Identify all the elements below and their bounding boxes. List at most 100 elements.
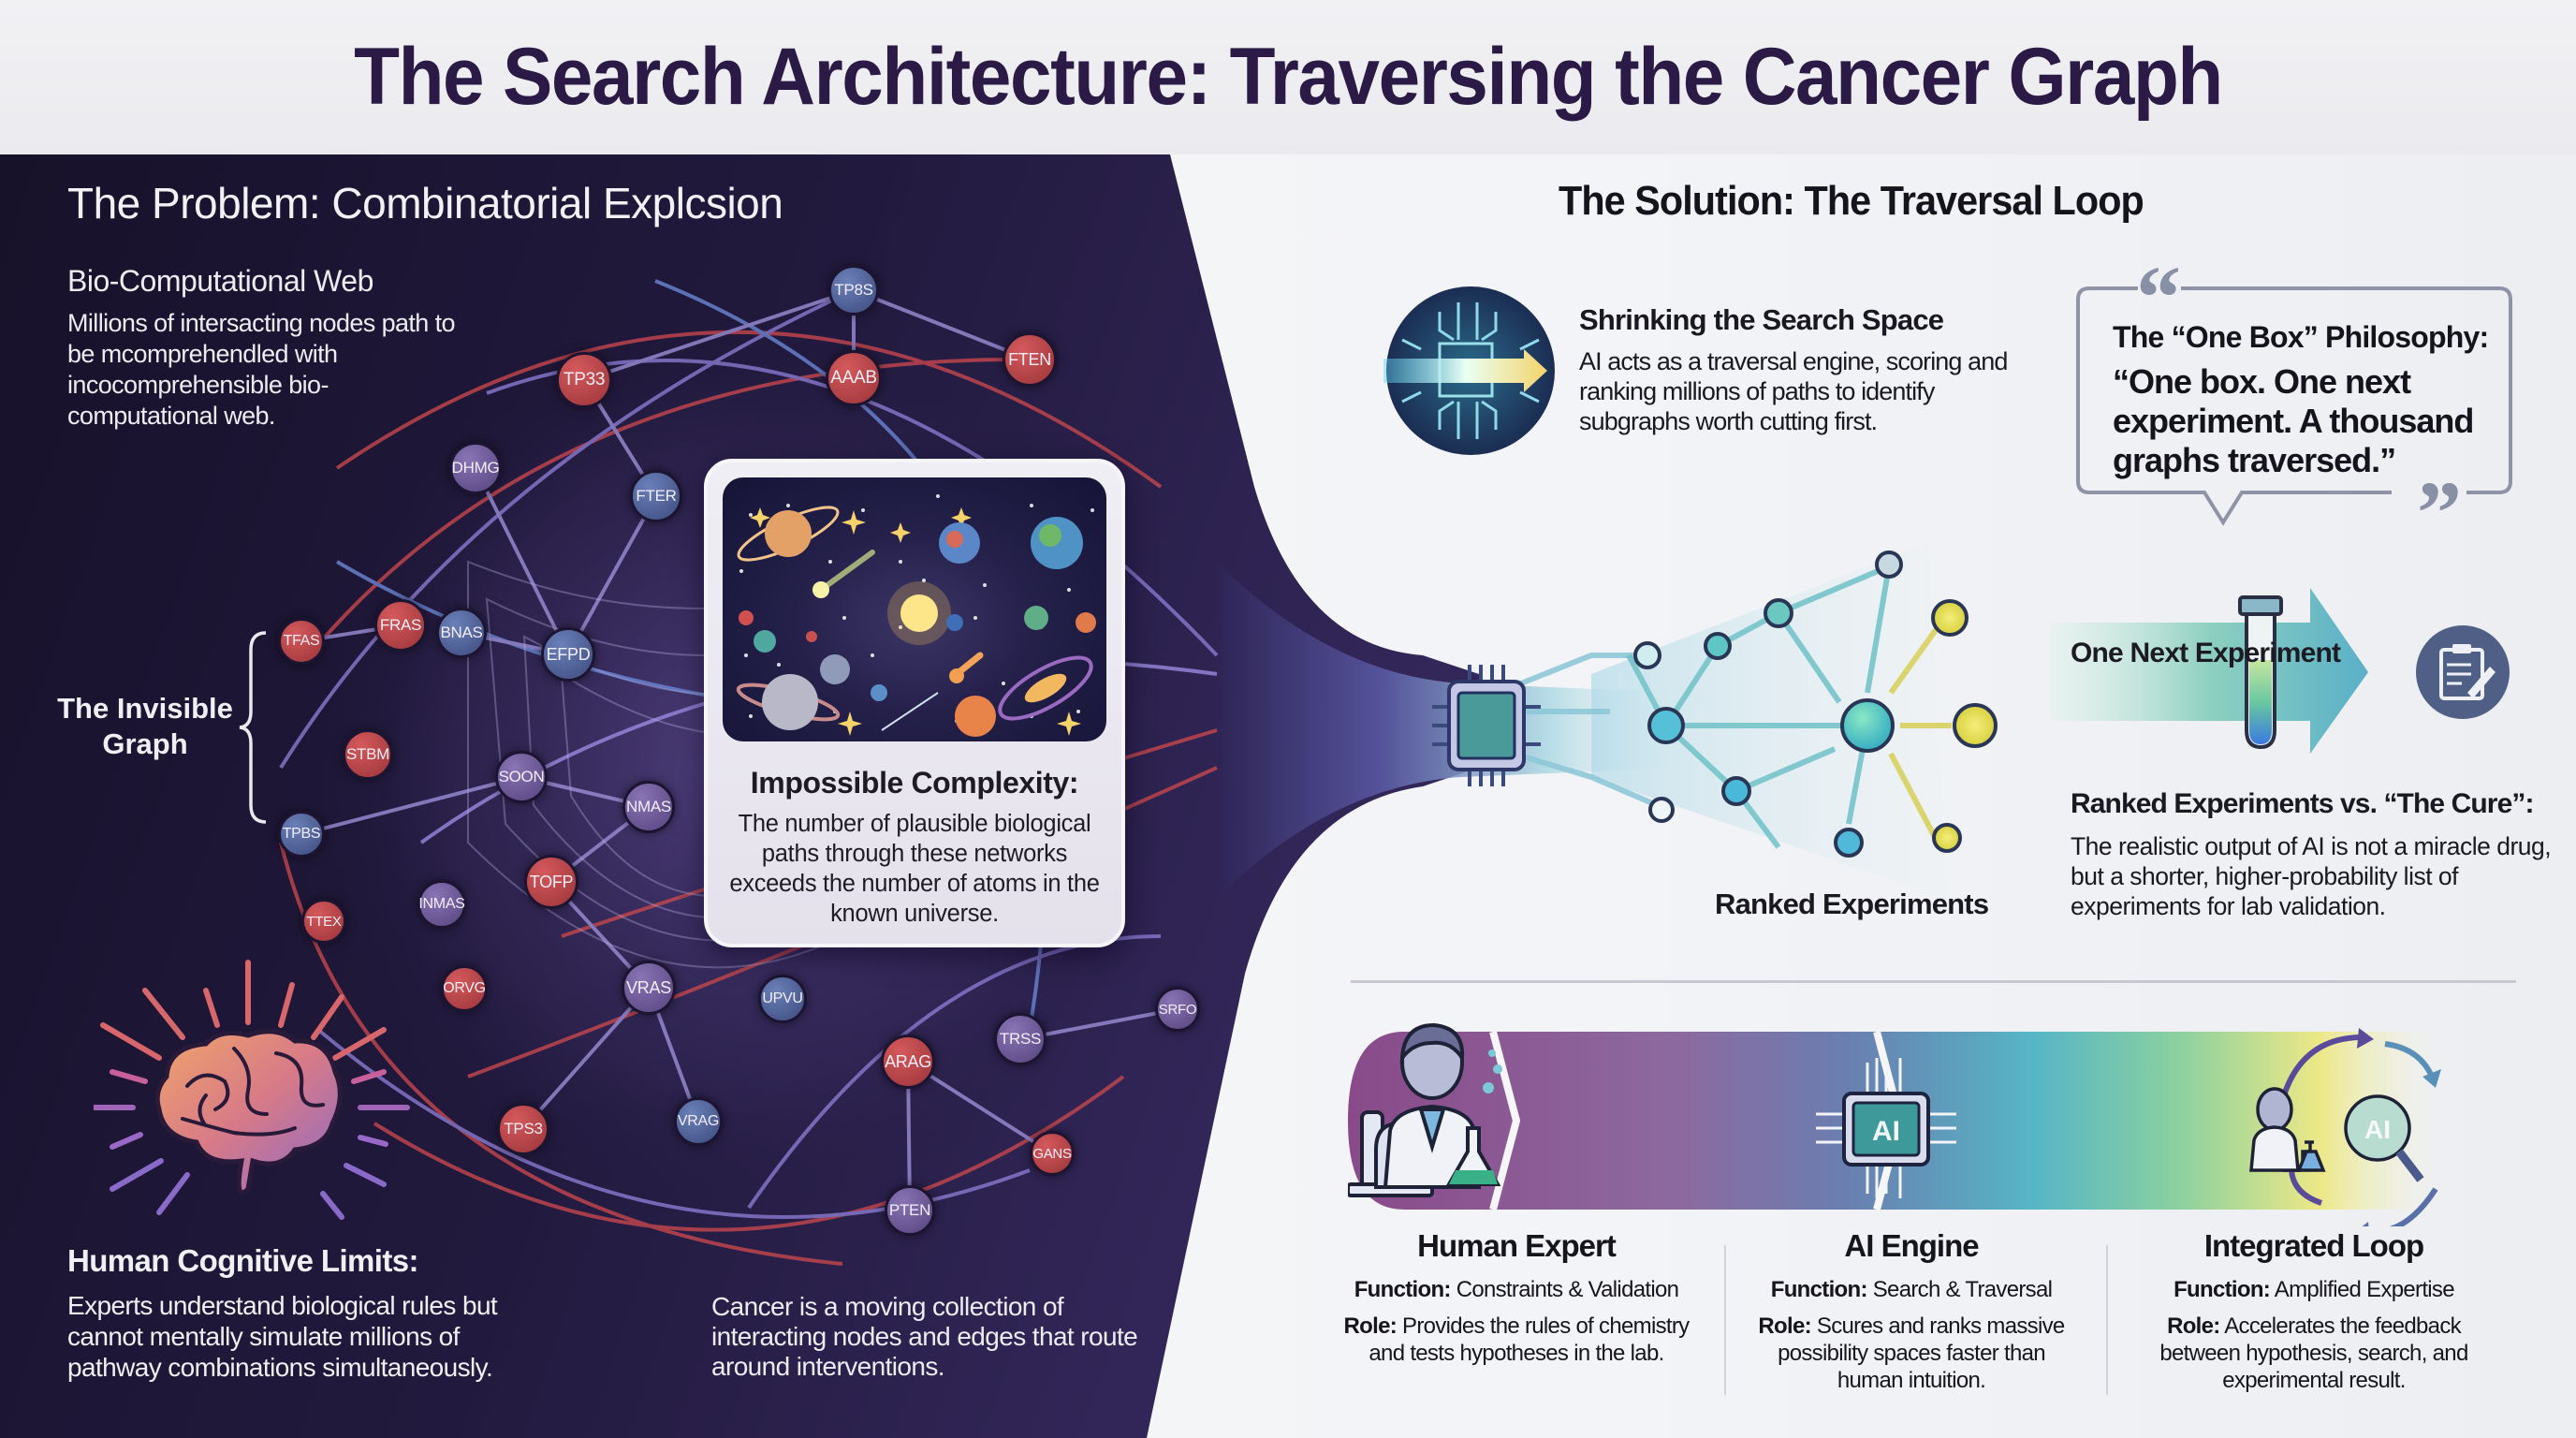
quote-heading: The “One Box” Philosophy: (2113, 320, 2489, 354)
graph-node-label: TP33 (563, 370, 606, 389)
graph-node-label: BNAS (440, 624, 483, 641)
graph-node: DHMG (449, 442, 502, 494)
column-separator (1724, 1245, 1726, 1395)
graph-node: BNAS (436, 608, 487, 658)
graph-node-label: DHMG (451, 459, 500, 477)
integrated-loop-icon: AI (2249, 1028, 2441, 1226)
ai-chip-icon (1432, 665, 1541, 786)
role-value: Scures and ranks massive possibility spa… (1778, 1313, 2065, 1393)
function-label: Function: (1354, 1277, 1452, 1302)
bio-web-section: Bio-Computational Web Millions of inters… (67, 264, 461, 432)
function-value: Constraints & Validation (1456, 1277, 1679, 1302)
brain-icon (94, 960, 410, 1220)
graph-node: ORVG (441, 965, 488, 1012)
open-quote-icon: “ (2136, 262, 2181, 347)
graph-node-label: INMAS (418, 896, 465, 912)
shrinking-body: AI acts as a traversal engine, scoring a… (1579, 347, 2008, 435)
function-label: Function: (1770, 1277, 1868, 1302)
problem-title: The Problem: Combinatorial Explcsion (67, 179, 783, 227)
curly-brace-icon (239, 631, 267, 824)
function-value: Amplified Expertise (2274, 1277, 2455, 1302)
graph-node: INMAS (417, 880, 466, 929)
column-role: Role: Scures and ranks massive possibili… (1743, 1313, 2080, 1394)
graph-node-label: GANS (1032, 1145, 1072, 1162)
loop-ai-text: AI (2364, 1115, 2391, 1144)
graph-node-label: UPVU (762, 990, 803, 1006)
ai-engine-chip-icon: AI (1816, 1058, 1956, 1198)
speech-bubble-icon: “ ” (2076, 262, 2512, 543)
graph-node-label: TP8S (834, 281, 873, 299)
column-title: AI Engine (1844, 1228, 1979, 1263)
function-label: Function: (2174, 1277, 2271, 1302)
graph-node-label: STBM (345, 745, 390, 763)
graph-node: AAAB (826, 350, 882, 406)
graph-node: FTEN (1003, 332, 1057, 387)
ranked-vs-cure-body: The realistic output of AI is not a mira… (2071, 832, 2552, 920)
graph-node: NMAS (622, 781, 675, 833)
graph-node-label: AAAB (830, 368, 877, 388)
universe-illustration (723, 477, 1106, 741)
graph-node-label: SRFO (1158, 1001, 1197, 1018)
shrinking-section: Shrinking the Search Space AI acts as a … (1579, 303, 2010, 436)
graph-node: TFAS (278, 618, 325, 665)
graph-node-label: SOON (498, 768, 545, 785)
graph-node: TTEX (301, 899, 346, 944)
graph-node: GANS (1030, 1131, 1075, 1176)
role-label: Role: (2167, 1313, 2220, 1339)
cancer-note: Cancer is a moving collection of interac… (711, 1292, 1138, 1381)
traversal-loop-band: AI AI (1348, 1020, 2565, 1226)
human-expert-column: Human Expert Function: Constraints & Val… (1339, 1228, 1694, 1367)
graph-node-label: VRAS (626, 977, 671, 997)
graph-node-label: NMAS (626, 798, 671, 815)
next-experiment-label: One Next Experiment (2071, 638, 2341, 668)
graph-node: EFPD (541, 627, 595, 682)
bio-web-heading: Bio-Computational Web (67, 264, 373, 298)
graph-node-label: TRSS (999, 1030, 1042, 1048)
graph-node-label: TFAS (283, 633, 320, 649)
graph-node-label: FTEN (1008, 349, 1051, 369)
graph-node-label: FRAS (379, 616, 422, 634)
graph-node: PTEN (885, 1185, 935, 1236)
ai-chip-text: AI (1872, 1116, 1900, 1147)
graph-node-label: TPBS (282, 826, 321, 842)
graph-node: FTER (630, 470, 682, 522)
column-role: Role: Accelerates the feedback between h… (2127, 1313, 2501, 1394)
graph-node: TPBS (278, 811, 325, 858)
graph-node: SRFO (1155, 987, 1200, 1032)
shrinking-heading: Shrinking the Search Space (1579, 303, 1944, 336)
graph-node-label: TPS3 (504, 1120, 543, 1137)
quote-content: The “One Box” Philosophy: “One box. One … (2113, 320, 2506, 480)
graph-node: VRAG (674, 1097, 723, 1146)
graph-node-label: ARAG (885, 1051, 931, 1071)
clipboard-icon (2416, 625, 2510, 719)
graph-node: VRAS (622, 961, 676, 1015)
column-function: Function: Amplified Expertise (2127, 1277, 2501, 1303)
scientist-icon (1348, 1022, 1501, 1197)
one-box-quote: “ ” The “One Box” Philosophy: “One box. … (2069, 262, 2520, 543)
graph-node: FRAS (374, 599, 427, 652)
cognitive-limits-heading: Human Cognitive Limits: (67, 1243, 418, 1278)
graph-node: SOON (495, 751, 548, 803)
graph-node-label: TTEX (306, 913, 342, 930)
cognitive-limits-body: Experts understand biological rules but … (67, 1291, 498, 1382)
graph-node: ARAG (881, 1034, 935, 1089)
ai-engine-column: AI Engine Function: Search & Traversal R… (1743, 1228, 2080, 1394)
role-value: Provides the rules of chemistry and test… (1368, 1313, 1690, 1366)
column-function: Function: Search & Traversal (1743, 1277, 2080, 1303)
graph-node-label: EFPD (546, 644, 591, 664)
next-experiment-arrow (2050, 588, 2510, 754)
cognitive-limits-section: Human Cognitive Limits: Experts understa… (67, 1243, 554, 1383)
graph-node-label: TOFP (529, 872, 574, 891)
close-quote-icon: ” (2417, 462, 2462, 543)
invisible-graph-label: The Invisible Graph (57, 692, 233, 760)
complexity-title: Impossible Complexity: (750, 766, 1079, 800)
page-title: The Search Architecture: Traversing the … (354, 32, 2223, 122)
function-value: Search & Traversal (1872, 1277, 2053, 1302)
role-label: Role: (1343, 1313, 1398, 1339)
impossible-complexity-card: Impossible Complexity: The number of pla… (704, 459, 1125, 947)
header: The Search Architecture: Traversing the … (0, 0, 2576, 154)
graph-node: TPS3 (497, 1103, 549, 1155)
graph-node: TRSS (994, 1013, 1046, 1065)
graph-node-label: PTEN (888, 1201, 931, 1219)
section-divider (1351, 980, 2516, 983)
